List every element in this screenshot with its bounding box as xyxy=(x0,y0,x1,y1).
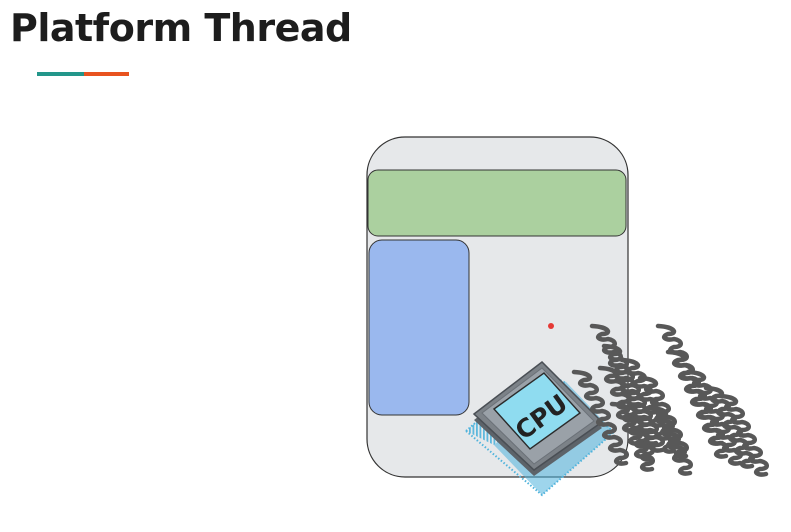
thread-squiggle xyxy=(571,369,629,466)
title-underline-orange xyxy=(84,72,129,76)
thread-squiggle xyxy=(647,405,693,476)
header-block xyxy=(367,169,627,237)
title-underline-teal xyxy=(37,72,84,76)
thread-squiggle xyxy=(717,393,769,477)
thread-squiggle xyxy=(609,401,655,472)
thread-squiggle xyxy=(637,375,689,459)
cpu-screen xyxy=(492,372,582,450)
slide-title: Platform Thread xyxy=(10,6,352,50)
side-block xyxy=(368,239,470,416)
thread-bundle xyxy=(571,323,769,477)
thread-squiggle xyxy=(703,385,755,469)
pointer-dot xyxy=(548,323,554,329)
cpu-chip-icon: CPU xyxy=(464,361,616,497)
